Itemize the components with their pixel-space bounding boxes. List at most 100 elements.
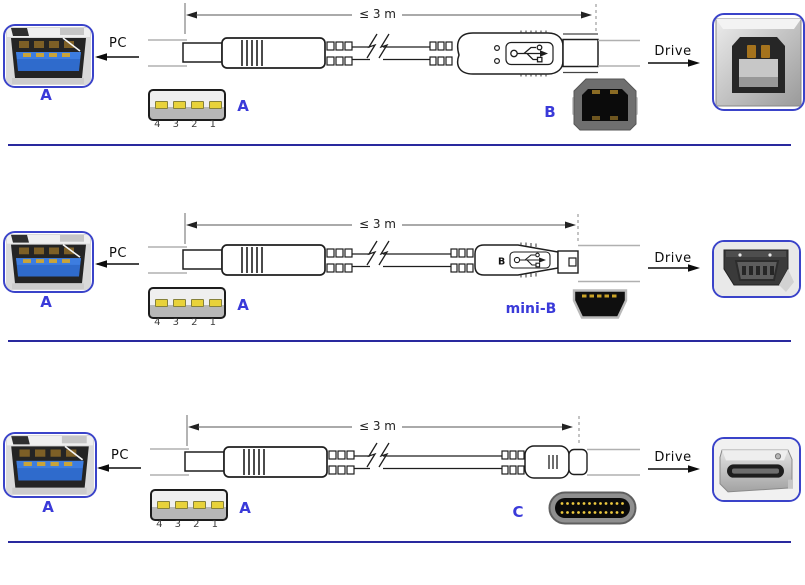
row-usb-a-to-b: A PC ≤ 3 m	[0, 0, 805, 147]
mini-b-receptacle-image	[714, 242, 799, 296]
usb-a-to-mini-b-cable-drawing: B	[95, 213, 700, 283]
mini-b-connector-face-photo	[570, 288, 630, 321]
mini-b-plug-mark: B	[498, 257, 505, 268]
cable-break	[366, 240, 390, 266]
dimension-line	[186, 415, 580, 446]
pin-number: 2	[191, 317, 198, 328]
host-port-label: A	[40, 293, 52, 311]
host-guide-lines	[148, 39, 187, 67]
pc-label: PC	[111, 448, 129, 463]
usb-a-connector-face	[148, 287, 226, 319]
usb-b-receptacle-photo	[712, 13, 805, 111]
usb-a-receptacle-photo	[3, 432, 97, 498]
usb-a-receptacle-photo	[3, 24, 94, 88]
usb-trident-icon	[510, 44, 548, 63]
drive-label: Drive	[654, 450, 692, 465]
c-face-label: C	[512, 503, 524, 521]
usb-a-plug-drawing	[182, 37, 353, 69]
usb-c-plug-drawing	[501, 445, 588, 479]
pin-number: 2	[191, 119, 198, 130]
usb-a-pin	[211, 501, 224, 509]
usb-b-receptacle-image	[715, 18, 802, 107]
usb-c-receptacle-photo	[712, 437, 801, 502]
usb-c-face-image	[548, 491, 637, 525]
drive-arrow	[648, 465, 700, 473]
pc-label: PC	[109, 36, 127, 51]
pin-number: 1	[211, 519, 218, 530]
pc-label: PC	[109, 246, 127, 261]
usb-a-pin	[155, 299, 168, 307]
usb-c-connector-face-photo	[548, 491, 637, 525]
usb-a-pin	[193, 501, 206, 509]
drive-label: Drive	[654, 44, 692, 59]
row-separator	[8, 144, 791, 146]
dimension-line	[184, 213, 579, 244]
pc-arrow	[95, 260, 139, 268]
pin-number: 2	[193, 519, 200, 530]
row-separator	[8, 340, 791, 342]
usb-a-receptacle-photo	[3, 231, 94, 293]
usb-a-plug-drawing	[184, 446, 355, 478]
cable-lines	[352, 46, 430, 61]
usb-a-pin	[209, 299, 222, 307]
pin-number: 4	[156, 519, 163, 530]
pin-number: 4	[154, 119, 161, 130]
pc-arrow	[97, 464, 141, 472]
cable-length-label: ≤ 3 m	[358, 217, 396, 231]
usb-a-plug-drawing	[182, 244, 353, 276]
host-port-label: A	[40, 86, 52, 104]
row-usb-a-to-mini-b: A PC ≤ 3 m	[0, 147, 805, 342]
usb-b-face-image	[572, 78, 638, 131]
cable-length-label: ≤ 3 m	[358, 419, 396, 433]
cable-lines	[354, 455, 502, 470]
host-guide-lines	[148, 246, 187, 274]
drive-arrow	[648, 59, 700, 67]
host-port-label: A	[42, 498, 54, 516]
a-face-label: A	[239, 499, 251, 517]
pc-arrow	[95, 53, 139, 61]
cable-lines	[352, 253, 451, 268]
usb-a-pin-numbers: 4 3 2 1	[150, 519, 224, 530]
drive-arrow	[648, 264, 700, 272]
usb-c-receptacle-image	[714, 439, 799, 500]
dimension-line	[184, 3, 597, 34]
usb-a-pin	[191, 101, 204, 109]
cable-break	[366, 442, 390, 468]
a-face-label: A	[237, 296, 249, 314]
pin-number: 1	[209, 317, 216, 328]
usb-a-connector-face	[148, 89, 226, 121]
usb-a-receptacle-image	[6, 27, 91, 85]
device-guide-lines	[598, 39, 640, 67]
usb-a-pin	[173, 299, 186, 307]
mini-b-receptacle-photo	[712, 240, 801, 298]
cable-break	[366, 33, 390, 59]
usb-b-connector-face-photo	[572, 77, 638, 132]
b-face-label: B	[544, 103, 556, 121]
device-guide-lines	[578, 244, 640, 283]
device-guide-lines	[587, 448, 640, 476]
usb-a-connector-face	[150, 489, 228, 521]
usb-a-pin-numbers: 4 3 2 1	[148, 119, 222, 130]
host-guide-lines	[150, 448, 189, 476]
usb-a-pin-numbers: 4 3 2 1	[148, 317, 222, 328]
cable-length-label: ≤ 3 m	[358, 7, 396, 21]
mini-b-plug-drawing: B	[450, 242, 579, 278]
usb-a-receptacle-image	[6, 435, 94, 495]
usb-a-pin	[209, 101, 222, 109]
mini-b-face-label: mini-B	[505, 301, 557, 317]
usb-b-plug-drawing	[429, 30, 599, 77]
usb-a-pin	[191, 299, 204, 307]
usb-trident-icon	[513, 252, 546, 268]
a-face-label: A	[237, 97, 249, 115]
usb-a-to-c-cable-drawing	[97, 415, 700, 479]
usb-a-pin	[157, 501, 170, 509]
usb-a-pin	[175, 501, 188, 509]
pin-number: 3	[174, 519, 181, 530]
row-usb-a-to-c: A PC ≤ 3 m	[0, 342, 805, 585]
pin-number: 4	[154, 317, 161, 328]
pin-number: 1	[209, 119, 216, 130]
usb-a-receptacle-image	[6, 233, 91, 291]
pin-number: 3	[172, 119, 179, 130]
usb-a-pin	[155, 101, 168, 109]
